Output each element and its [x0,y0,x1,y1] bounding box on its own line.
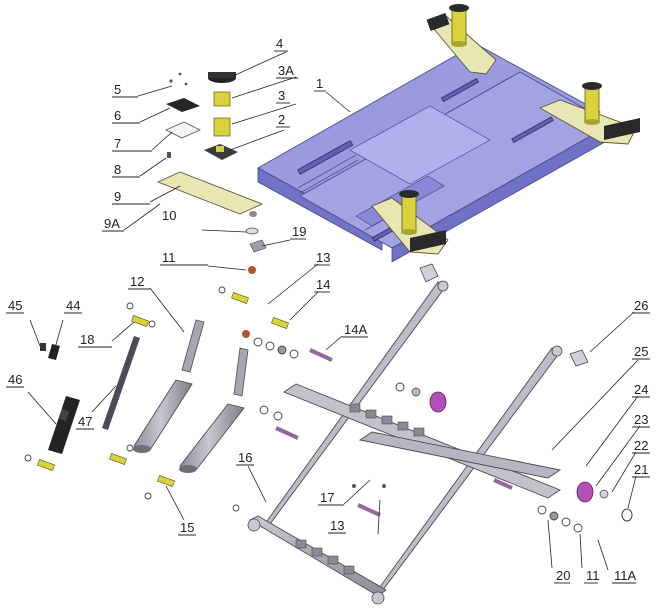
callout-17: 17 [320,490,334,505]
callout-8: 8 [114,162,121,177]
callout-9A: 9A [104,216,120,231]
callout-46: 46 [8,372,22,387]
callout-23: 23 [634,412,648,427]
rubber-pad-part [208,72,236,83]
support-bracket-right [538,82,640,145]
base-plate-part [204,144,238,160]
support-bracket-top [426,4,497,75]
hydraulic-cylinder-2 [179,347,249,473]
roller-parts [395,382,633,522]
callout-5: 5 [114,82,121,97]
callout-14: 14 [316,277,330,292]
callout-12: 12 [130,274,144,289]
callout-25: 25 [634,344,648,359]
plate-7 [165,121,201,139]
callout-11: 11 [162,250,176,265]
small-fasteners [167,72,267,274]
support-bracket-bottom [371,190,449,255]
callout-14A: 14A [344,322,367,337]
rod-47 [102,336,140,430]
callout-20: 20 [556,568,570,583]
callout-18: 18 [80,332,94,347]
pad-6 [166,98,200,112]
callout-22: 22 [634,438,648,453]
callout-24: 24 [634,382,648,397]
inner-scissor-arms [283,383,562,499]
callout-13: 13 [316,250,330,265]
callout-11-lower: 11 [586,568,600,583]
platform-frame [257,43,613,263]
callout-4: 4 [276,36,283,51]
callout-11A: 11A [614,568,636,583]
callout-45: 45 [8,298,22,313]
washer-row [24,286,583,533]
small-part-17 [352,484,386,488]
callout-6: 6 [114,108,121,123]
callout-21: 21 [634,462,648,477]
callout-47: 47 [78,414,92,429]
callout-10: 10 [162,208,176,223]
callout-13-lower: 13 [330,518,344,533]
callout-9: 9 [114,189,121,204]
callout-15: 15 [180,520,194,535]
callout-3: 3 [278,88,285,103]
fittings-44-45 [40,343,60,360]
adapter-part [213,91,231,137]
callout-26: 26 [634,298,648,313]
hydraulic-cylinder-1 [133,319,205,453]
callout-44: 44 [66,298,80,313]
hinge-blocks [419,263,589,367]
callout-labels: 1 2 3 3A 4 5 6 7 8 9 9A 10 11 11 11A 12 … [6,36,650,584]
bracket-arm-9 [156,171,264,217]
pins-and-bolts [37,292,513,517]
callout-3A: 3A [278,63,294,78]
callout-19: 19 [292,224,306,239]
callout-2: 2 [278,112,285,127]
callout-7: 7 [114,136,121,151]
callout-16: 16 [238,450,252,465]
leader-lines [27,51,641,571]
valve-46 [48,396,80,454]
callout-1: 1 [316,76,323,91]
